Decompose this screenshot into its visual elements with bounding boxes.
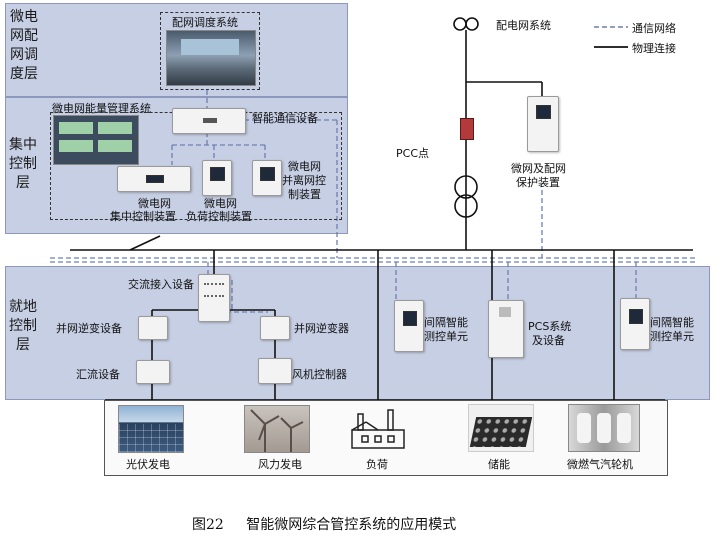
island-ctrl-label-2: 并离网控	[282, 174, 326, 187]
load-ctrl-label-2: 负荷控制装置	[186, 210, 252, 223]
turbine-label: 微燃气汽轮机	[567, 458, 633, 471]
pv-image	[118, 405, 184, 453]
central-layer-text: 集中控制层	[9, 137, 37, 191]
load-label: 负荷	[366, 458, 388, 471]
storage-image	[468, 404, 534, 452]
load-ctrl-display	[210, 167, 225, 181]
wind-label: 风力发电	[258, 458, 302, 471]
ems-screen-panel	[98, 122, 132, 134]
load-ctrl-device	[202, 160, 232, 196]
ac-access-indicators	[204, 283, 224, 297]
protection-device	[527, 96, 559, 152]
pcc-breaker	[460, 118, 474, 140]
pv-label: 光伏发电	[126, 458, 170, 471]
protection-display	[536, 105, 551, 119]
figure-caption: 图22 智能微网综合管控系统的应用模式	[192, 514, 456, 534]
central-ctrl-display	[146, 175, 164, 183]
island-ctrl-device	[252, 160, 282, 196]
comm-device-label: 智能通信设备	[252, 112, 318, 125]
dispatch-system-label: 配网调度系统	[172, 16, 238, 29]
figure-title: 智能微网综合管控系统的应用模式	[246, 517, 457, 533]
island-ctrl-display	[260, 167, 275, 181]
storage-label: 储能	[488, 458, 510, 471]
ac-access-device	[198, 274, 230, 322]
ems-label: 微电网能量管理系统	[52, 102, 151, 115]
bay-unit-1-label-a: 间隔智能	[424, 316, 468, 329]
ems-screen-panel	[98, 140, 132, 152]
pv-inverter-label: 并网逆变设备	[56, 322, 122, 335]
grid-inverter-device	[260, 316, 290, 340]
central-layer-label: 集中控制层	[8, 136, 38, 193]
grid-system-label: 配电网系统	[496, 19, 551, 32]
protection-label-1: 微网及配网	[511, 162, 566, 175]
bay-unit-1-label-b: 测控单元	[424, 330, 468, 343]
ems-screen-panel	[59, 122, 93, 134]
control-room-wall-screen	[181, 39, 239, 55]
bay-unit-2-device	[620, 298, 650, 350]
central-ctrl-device	[117, 166, 191, 192]
combiner-label: 汇流设备	[76, 368, 120, 381]
bay-unit-2-label-a: 间隔智能	[650, 316, 694, 329]
bay-unit-1-display	[403, 311, 417, 326]
island-ctrl-label-3: 制装置	[288, 188, 321, 201]
pcs-label-1: PCS系统	[528, 320, 572, 333]
ems-screen-panel	[59, 140, 93, 152]
pcs-display	[499, 307, 511, 317]
ems-screen-image	[53, 115, 139, 165]
central-ctrl-label-1: 微电网	[138, 197, 171, 210]
pv-panel-grid	[119, 424, 183, 452]
dispatch-frame	[160, 12, 260, 90]
wind-ctrl-device	[258, 358, 292, 384]
comm-device-display	[203, 118, 217, 123]
dispatch-layer-text: 微电网配网调度层	[10, 9, 38, 82]
load-icon	[351, 409, 405, 449]
turbine-unit	[617, 413, 631, 443]
central-ctrl-label-2: 集中控制装置	[110, 210, 176, 223]
figure-number: 图22	[192, 517, 224, 533]
storage-battery-pack	[469, 417, 533, 447]
wind-ctrl-label: 风机控制器	[292, 368, 347, 381]
pv-inverter-device	[138, 316, 168, 340]
local-layer-label: 就地控制层	[8, 298, 38, 355]
bay-unit-2-label-b: 测控单元	[650, 330, 694, 343]
bay-unit-2-display	[629, 309, 643, 324]
legend-comm: 通信网络	[632, 22, 676, 35]
pcs-device	[488, 300, 524, 358]
grid-inverter-label: 并网逆变器	[294, 322, 349, 335]
island-ctrl-label-1: 微电网	[288, 160, 321, 173]
protection-label-2: 保护装置	[516, 176, 560, 189]
turbine-image	[568, 404, 640, 452]
legend-phys: 物理连接	[632, 42, 676, 55]
turbine-unit	[577, 413, 591, 443]
wind-image	[244, 405, 310, 453]
comm-device	[172, 108, 246, 134]
pcc-label: PCC点	[396, 147, 429, 160]
ac-access-label: 交流接入设备	[128, 278, 194, 291]
bay-unit-1-device	[394, 300, 424, 352]
load-ctrl-label-1: 微电网	[204, 197, 237, 210]
combiner-device	[136, 360, 170, 384]
pcs-label-2: 及设备	[532, 334, 565, 347]
local-layer-text: 就地控制层	[9, 299, 37, 353]
control-room-image	[166, 30, 256, 86]
dispatch-layer-label: 微电网配网调度层	[8, 8, 40, 84]
turbine-unit	[597, 413, 611, 443]
